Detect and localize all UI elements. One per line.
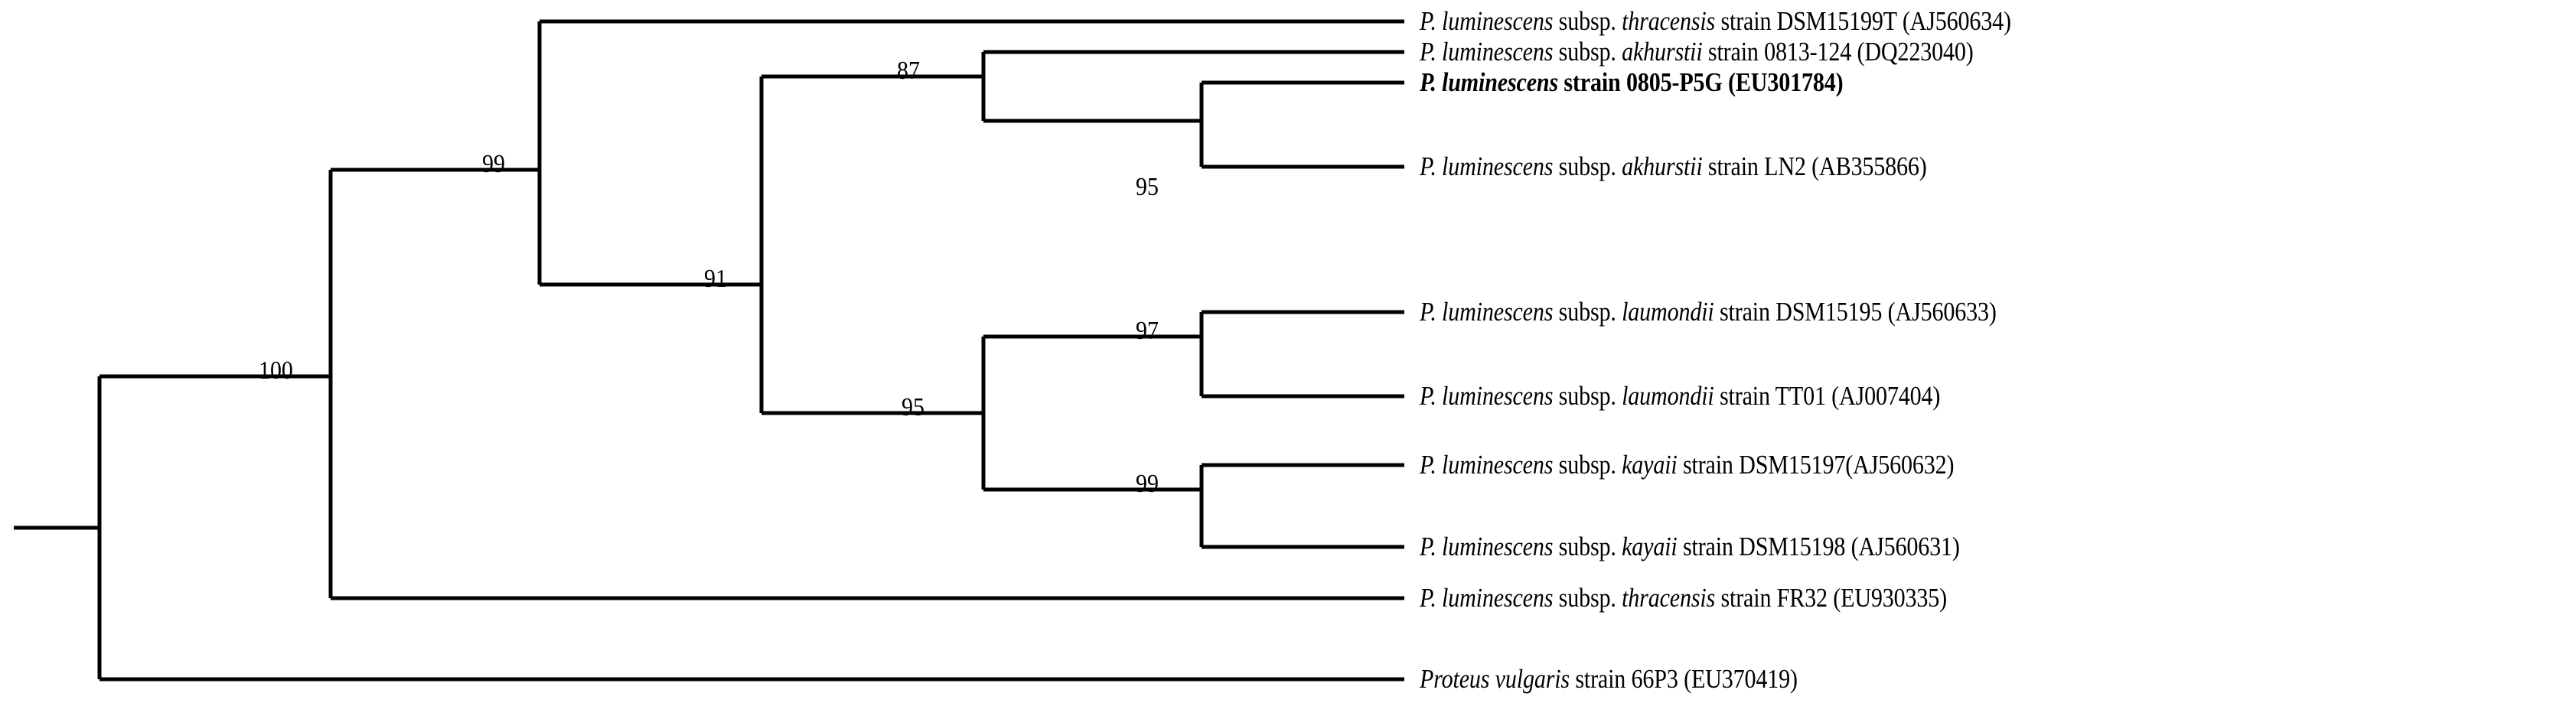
taxon-rank-0: subsp. (1558, 6, 1616, 36)
taxon-label-kayaii-DSM15198: P. luminescens subsp. kayaii strain DSM1… (1420, 533, 1960, 560)
taxon-accession-1: (DQ223040) (1857, 37, 1974, 67)
taxon-species-italic-9: vulgaris (1495, 664, 1570, 694)
taxon-species-italic-8: luminescens (1442, 583, 1554, 613)
taxon-accession-2: (EU301784) (1728, 67, 1844, 97)
taxon-name-italic-1: P. (1420, 37, 1436, 67)
taxon-label-kayaii-DSM15197: P. luminescens subsp. kayaii strain DSM1… (1420, 450, 1955, 480)
taxon-label-luminescens-0805-P5G: P. luminescens strain 0805-P5G (EU301784… (1420, 67, 1844, 97)
taxon-species-italic-2: luminescens (1442, 67, 1559, 97)
taxon-accession-9: (EU370419) (1684, 664, 1798, 694)
taxon-name-italic-7: P. (1420, 532, 1436, 561)
taxon-name-italic-8: P. (1420, 583, 1436, 613)
taxon-rank-7: subsp. (1558, 532, 1616, 561)
taxon-accession-5: (AJ007404) (1831, 381, 1941, 411)
taxon-strain-6: strain DSM15197 (1682, 450, 1846, 480)
taxon-strain-9: strain 66P3 (1575, 664, 1678, 694)
taxon-label-akhurstii-LN2: P. luminescens subsp. akhurstii strain L… (1420, 153, 1927, 180)
taxon-subspecies-italic-1: akhurstii (1622, 37, 1703, 67)
taxon-rank-4: subsp. (1558, 297, 1616, 327)
taxon-accession-3: (AB355866) (1811, 151, 1927, 181)
bootstrap-value-node-95-akhurstii: 95 (1136, 173, 1159, 201)
taxon-subspecies-italic-7: kayaii (1622, 532, 1678, 561)
taxon-strain-0: strain DSM15199T (1720, 6, 1897, 36)
taxon-strain-7: strain DSM15198 (1682, 532, 1846, 561)
taxon-label-akhurstii-0813-124: P. luminescens subsp. akhurstii strain 0… (1420, 38, 1974, 65)
taxon-label-laumondii-DSM15195: P. luminescens subsp. laumondii strain D… (1420, 298, 1997, 325)
taxon-name-italic-4: P. (1420, 297, 1436, 327)
taxon-subspecies-italic-5: laumondii (1622, 381, 1714, 411)
taxon-name-italic-6: P. (1420, 450, 1436, 480)
bootstrap-value-node-97-laumondii: 97 (1136, 317, 1159, 345)
taxon-strain-1: strain 0813-124 (1707, 37, 1852, 67)
taxon-label-thracensis-DSM15199T: P. luminescens subsp. thracensis strain … (1420, 8, 2011, 34)
taxon-name-italic-0: P. (1420, 6, 1436, 36)
taxon-rank-8: subsp. (1558, 583, 1616, 613)
bootstrap-value-node-91: 91 (704, 265, 727, 293)
taxon-subspecies-italic-3: akhurstii (1622, 151, 1703, 181)
taxon-subspecies-italic-0: thracensis (1622, 6, 1716, 36)
taxon-name-italic-9: Proteus (1420, 664, 1490, 694)
taxon-label-proteus-vulgaris-66P3: Proteus vulgaris strain 66P3 (EU370419) (1420, 665, 1798, 692)
bootstrap-value-node-root-100: 100 (259, 356, 293, 385)
taxon-subspecies-italic-6: kayaii (1622, 450, 1678, 480)
taxon-accession-8: (EU930335) (1833, 583, 1948, 613)
taxon-species-italic-5: luminescens (1442, 381, 1554, 411)
taxon-rank-3: subsp. (1558, 151, 1616, 181)
taxon-name-italic-5: P. (1420, 381, 1436, 411)
bootstrap-value-node-99-upper: 99 (482, 150, 505, 178)
taxon-rank-5: subsp. (1558, 381, 1616, 411)
taxon-species-italic-7: luminescens (1442, 532, 1554, 561)
taxon-rank-6: subsp. (1558, 450, 1616, 480)
taxon-accession-6: (AJ560632) (1845, 450, 1955, 480)
taxon-strain-3: strain LN2 (1707, 151, 1806, 181)
taxon-accession-7: (AJ560631) (1850, 532, 1960, 561)
taxon-label-thracensis-FR32: P. luminescens subsp. thracensis strain … (1420, 584, 1947, 611)
taxon-subspecies-italic-8: thracensis (1622, 583, 1716, 613)
taxon-strain-8: strain FR32 (1720, 583, 1828, 613)
taxon-accession-4: (AJ560633) (1887, 297, 1997, 327)
taxon-species-italic-0: luminescens (1442, 6, 1554, 36)
taxon-strain-5: strain TT01 (1719, 381, 1826, 411)
taxon-name-italic-2: P. (1420, 67, 1436, 97)
taxon-label-laumondii-TT01: P. luminescens subsp. laumondii strain T… (1420, 382, 1940, 409)
taxon-species-italic-3: luminescens (1442, 151, 1554, 181)
bootstrap-value-node-87: 87 (897, 57, 920, 85)
bootstrap-value-node-99-kayaii: 99 (1136, 470, 1159, 498)
taxon-strain-2: strain 0805-P5G (1564, 67, 1723, 97)
bootstrap-value-node-95-laumondii-kayaii: 95 (902, 393, 924, 421)
taxon-species-italic-6: luminescens (1442, 450, 1554, 480)
taxon-species-italic-1: luminescens (1442, 37, 1554, 67)
taxon-rank-1: subsp. (1558, 37, 1616, 67)
taxon-subspecies-italic-4: laumondii (1622, 297, 1714, 327)
taxon-strain-4: strain DSM15195 (1719, 297, 1883, 327)
taxon-accession-0: (AJ560634) (1902, 6, 2011, 36)
taxon-name-italic-3: P. (1420, 151, 1436, 181)
taxon-species-italic-4: luminescens (1442, 297, 1554, 327)
